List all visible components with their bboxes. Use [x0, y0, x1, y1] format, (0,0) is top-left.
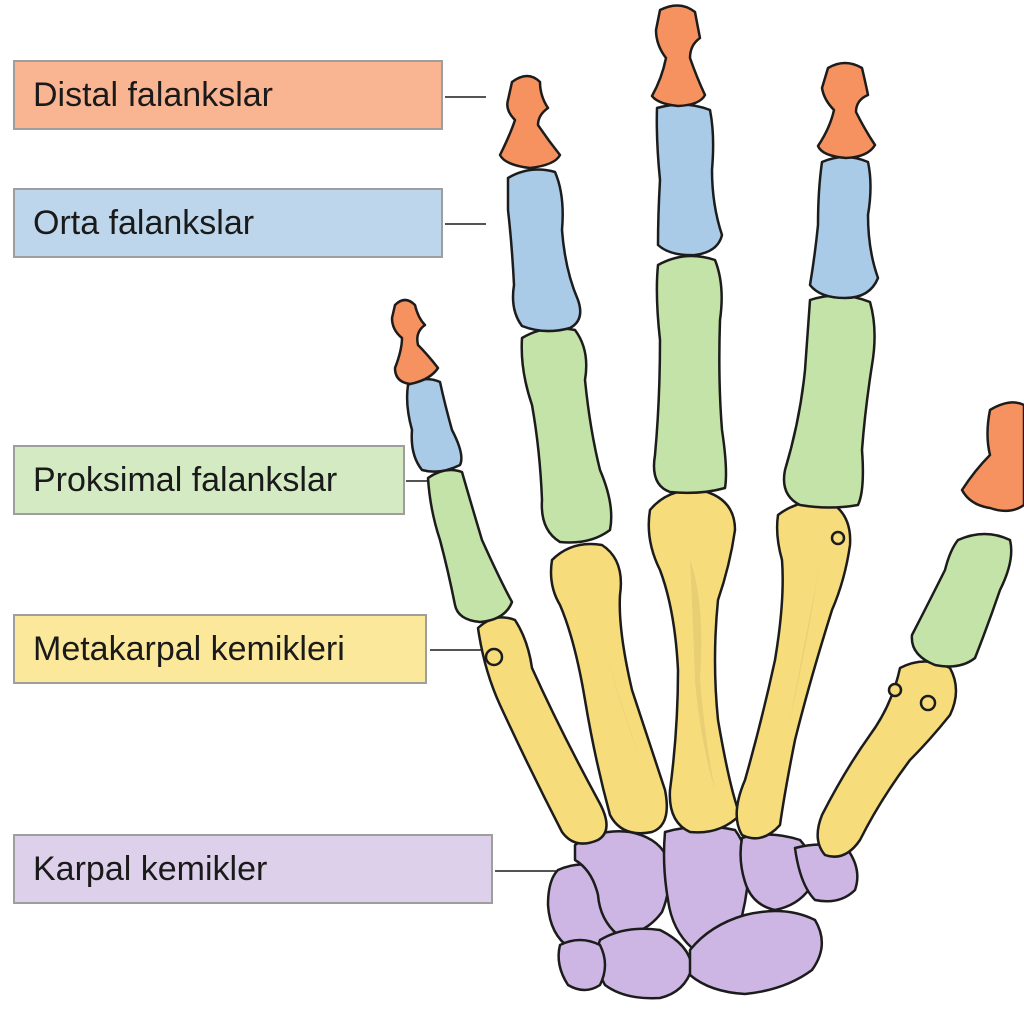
leader-lines [406, 96, 556, 872]
metacarpal-5 [816, 660, 958, 858]
label-middle-phalanges: Orta falankslar [13, 188, 443, 258]
distal-phalanx-4 [816, 61, 877, 160]
distal-phalanx-3 [650, 4, 707, 108]
proximal-phalanx-2 [520, 327, 613, 544]
middle-phalanx-3 [655, 103, 724, 257]
label-carpals: Karpal kemikler [13, 834, 493, 904]
carpal-scaphoid [595, 927, 694, 1000]
carpal-bones [546, 825, 859, 1000]
distal-phalanges [390, 4, 1024, 513]
proximal-phalanx-5 [910, 532, 1013, 668]
sesamoid-bone-2 [830, 530, 846, 546]
middle-phalanx-2 [506, 168, 582, 333]
sesamoid-bone-3 [887, 682, 903, 698]
metacarpal-bones [476, 488, 958, 858]
distal-phalanx-5 [960, 401, 1024, 513]
middle-phalanx-4 [808, 155, 880, 300]
middle-phalanges [405, 103, 880, 473]
middle-phalanx-thumb [405, 377, 463, 473]
carpal-triquetrum [557, 938, 607, 992]
metacarpal-2 [549, 542, 669, 835]
carpal-lunate [688, 909, 823, 996]
proximal-phalanges [426, 254, 1013, 668]
proximal-phalanx-4 [782, 294, 876, 509]
shade-1 [690, 560, 715, 790]
proximal-phalanx-3 [652, 254, 728, 495]
metacarpal-4 [735, 500, 852, 840]
label-distal-phalanges: Distal falankslar [13, 60, 443, 130]
bone-shading [600, 560, 820, 790]
distal-phalanx-thumb [390, 298, 440, 386]
sesamoid-bone-4 [919, 694, 937, 712]
proximal-phalanx-1 [426, 468, 514, 624]
distal-phalanx-2 [498, 74, 562, 170]
label-metacarpals: Metakarpal kemikleri [13, 614, 427, 684]
sesamoid-bone-1 [484, 647, 504, 667]
label-proximal-phalanges: Proksimal falankslar [13, 445, 405, 515]
metacarpal-1 [476, 616, 608, 845]
